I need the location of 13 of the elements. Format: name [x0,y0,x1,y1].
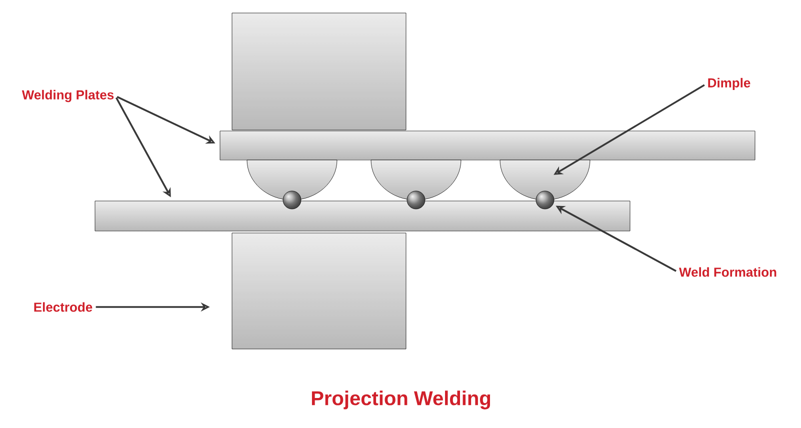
callout-label: Electrode [34,302,92,312]
callout-label: Weld Formation [679,267,776,277]
diagram-title: Projection Welding [312,390,490,410]
weld-nugget [536,190,554,210]
dimple-dome [500,160,590,200]
weld-nugget [282,190,302,210]
callout-label: Welding Plates [22,90,114,102]
callout-label: Dimple [708,78,750,90]
electrode-block [232,12,406,130]
electrode-block [232,232,406,350]
dimple-dome [246,160,338,200]
dimple-dome [370,160,462,200]
weld-nugget [406,190,426,210]
